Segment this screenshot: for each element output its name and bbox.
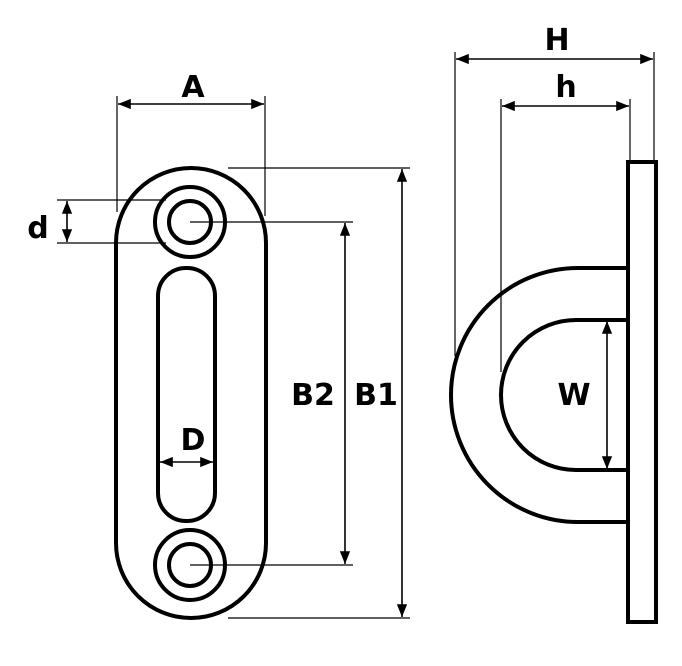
eye-inner-outline — [499, 318, 628, 472]
side-view: H h W — [449, 23, 658, 624]
base-plate-side — [626, 160, 658, 624]
dim-h-inner-label: h — [555, 70, 576, 105]
plate-outline — [114, 166, 268, 620]
dim-w-label: W — [557, 378, 590, 413]
front-view: A d D B2 B1 — [27, 70, 410, 620]
dim-b1-label: B1 — [354, 378, 398, 413]
center-slot — [156, 266, 217, 523]
dim-b2-label: B2 — [291, 378, 335, 413]
dim-slot-width-label: D — [181, 423, 206, 458]
dim-a-label: A — [181, 70, 205, 105]
dim-h-overall-label: H — [544, 23, 569, 58]
eye-outer-outline — [449, 266, 628, 524]
dim-d-label: d — [27, 211, 48, 246]
